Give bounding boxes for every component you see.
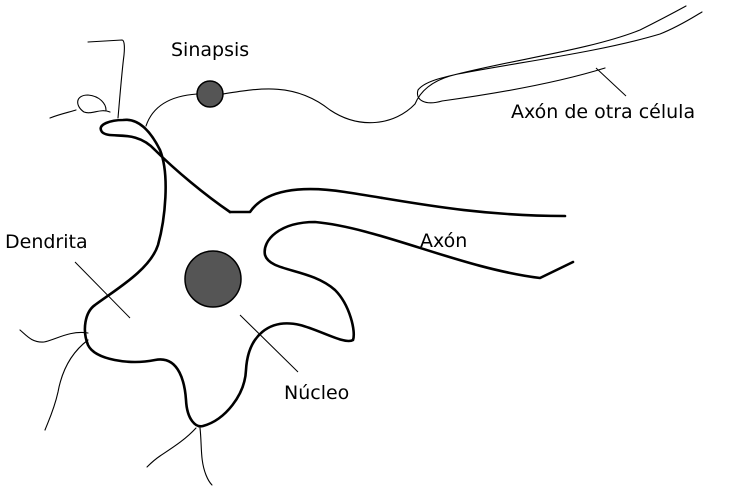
label-other-axon: Axón de otra célula (511, 101, 695, 123)
dendrite-branch-upper-left (50, 40, 124, 118)
label-dendrite: Dendrita (5, 231, 88, 253)
synapse-connector (146, 94, 197, 126)
nucleus-shape (185, 251, 241, 307)
label-axon: Axón (420, 230, 467, 252)
label-nucleus: Núcleo (284, 382, 349, 404)
axon-upper-edge (230, 189, 565, 216)
neuron-cell-body (85, 120, 573, 427)
label-synapse: Sinapsis (171, 39, 249, 61)
dendrite-branch-lower-left (20, 330, 88, 430)
synapse-knob (197, 81, 223, 107)
other-axon-leader (596, 68, 626, 96)
dendrite-branch-bottom (147, 428, 212, 485)
dendrite-leader (75, 262, 130, 318)
